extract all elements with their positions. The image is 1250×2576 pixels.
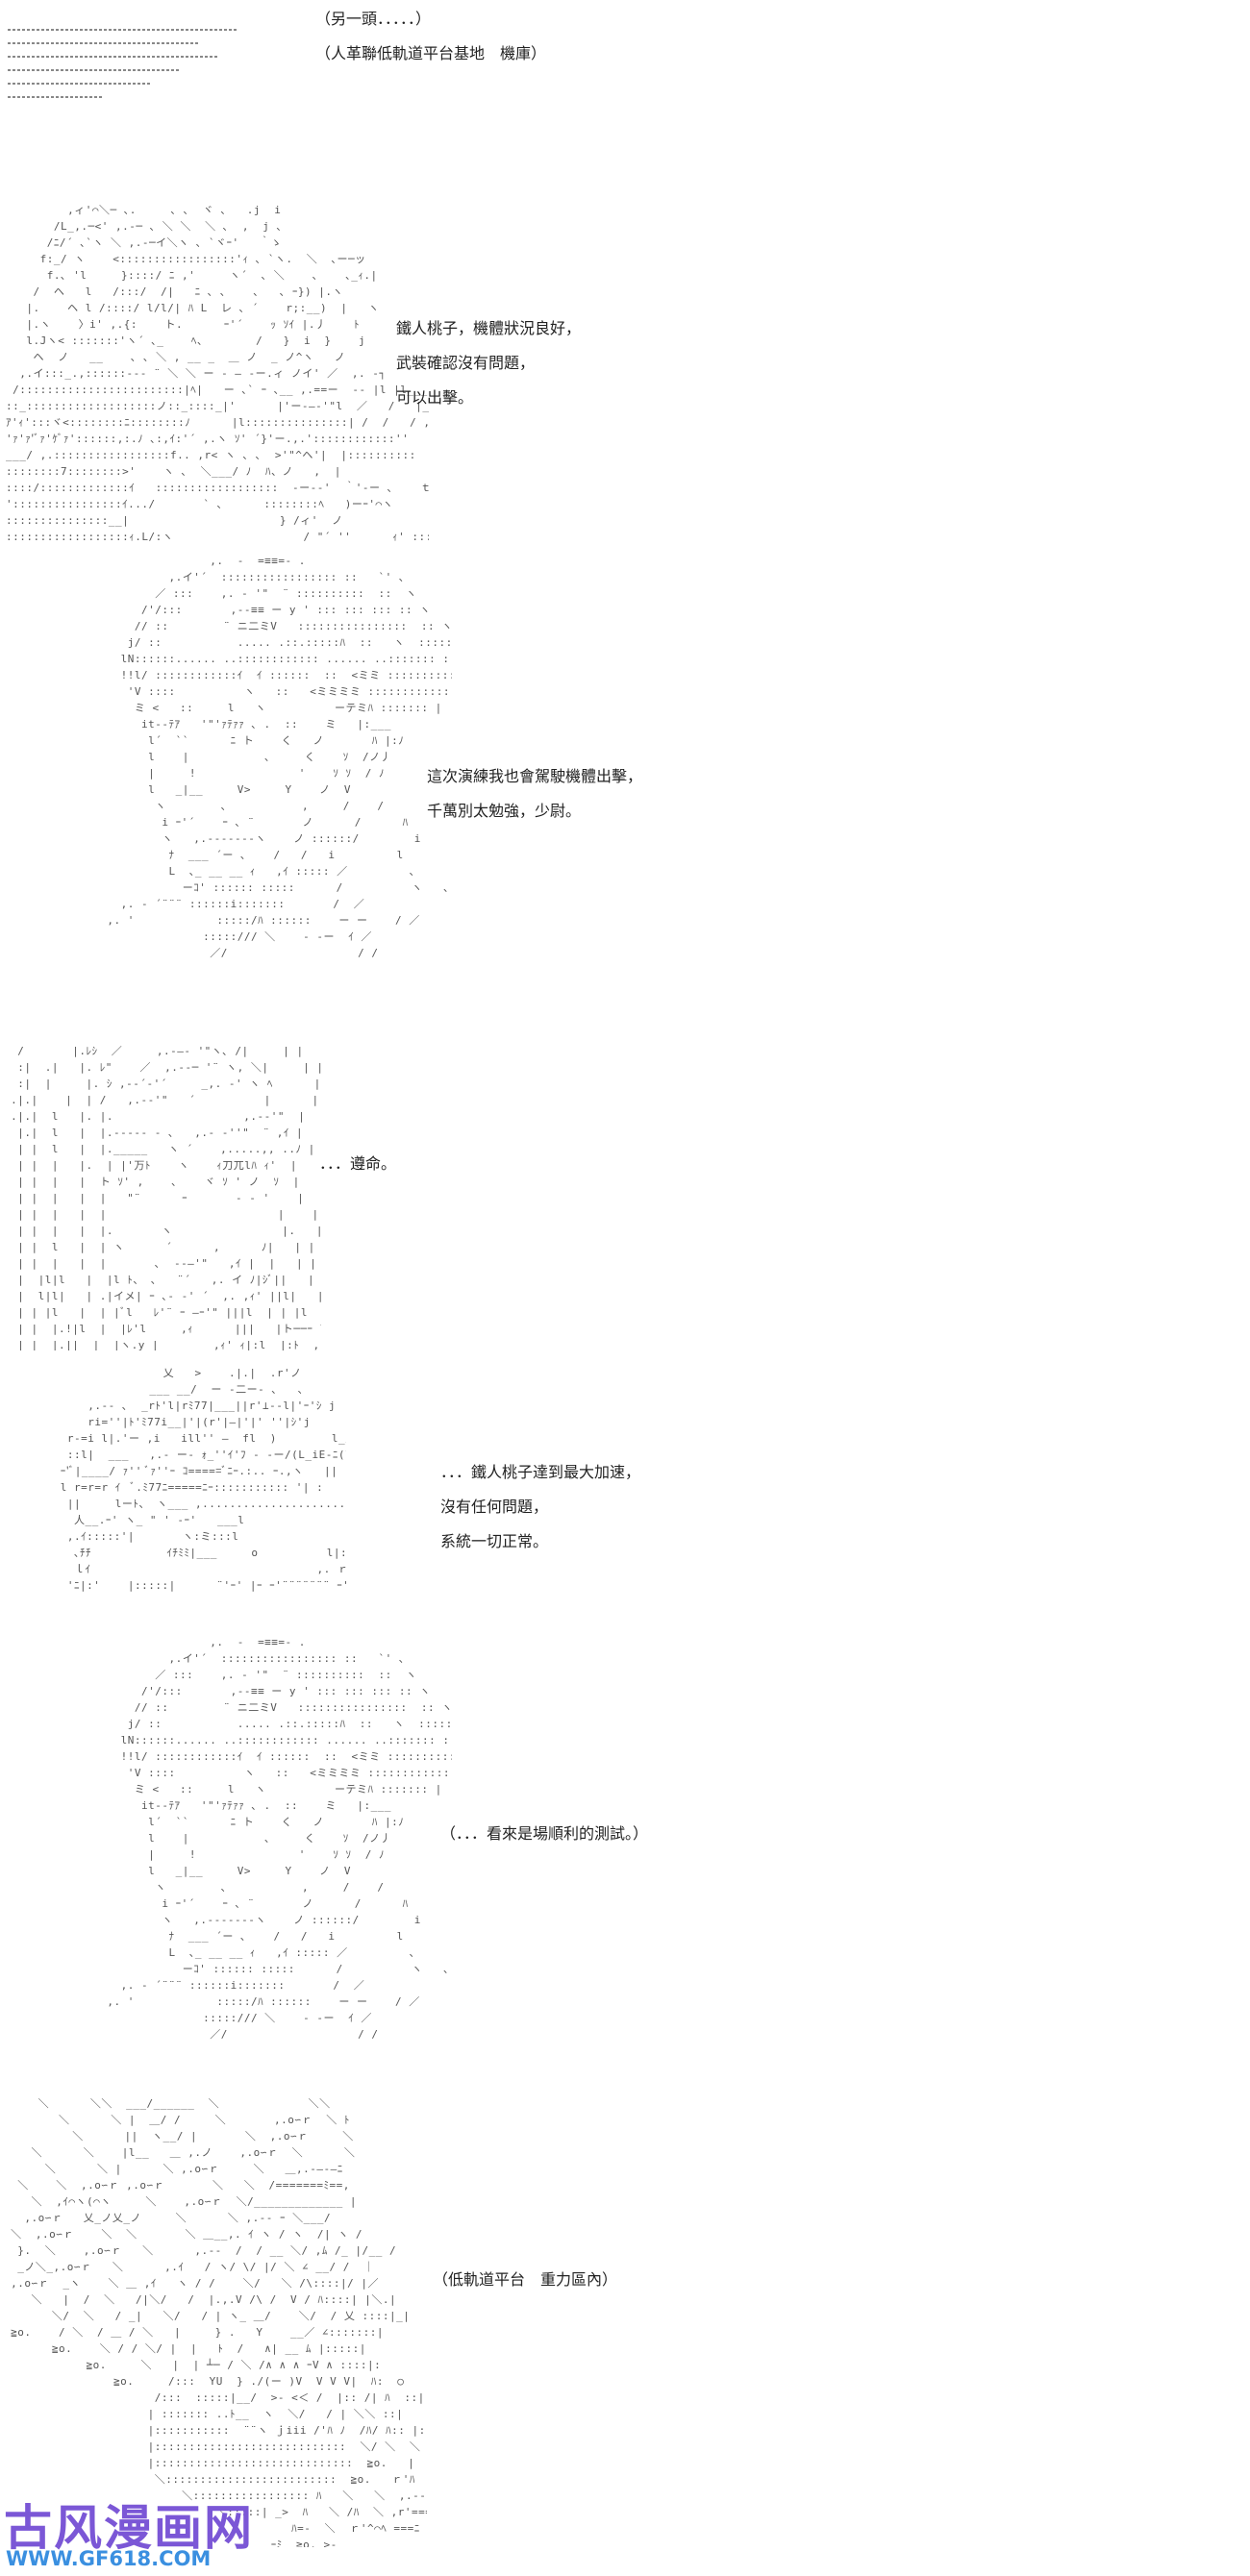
- panel-1: ,ィ'⌒＼─ ､. ､ ､ ヾ ､ .j i /L_,.─<' ,.-─ ､ ＼…: [0, 192, 1250, 577]
- ascii-art-character-5: ,. - =≡≡=- . ,.イ'´ ::::::::::::::::: :: …: [87, 1636, 452, 2041]
- dialogue-line: 可以出擊。: [396, 388, 474, 407]
- panel-2: ,. - =≡≡=- . ,.イ'´ ::::::::::::::::: :: …: [0, 553, 1250, 1014]
- dialogue-3: ．．．遵命。: [319, 1147, 396, 1181]
- dialogue-1: 鐵人桃子，機體狀況良好， 武裝確認沒有問題， 可以出擊。: [396, 311, 581, 415]
- dialogue-5: （．．．看來是場順利的測試。）: [440, 1817, 648, 1851]
- intro-caption: （另一頭．．．．．） （人革聯低軌道平台基地 機庫）: [315, 2, 546, 71]
- caption-line: （人革聯低軌道平台基地 機庫）: [315, 44, 547, 62]
- caption-line: （另一頭．．．．．）: [315, 10, 432, 28]
- dialogue-line: 武裝確認沒有問題，: [396, 354, 536, 372]
- dialogue-line: ．．．遵命。: [319, 1154, 397, 1173]
- dialogue-6: （低軌道平台 重力區內）: [433, 2263, 617, 2297]
- dialogue-4: ．．．鐵人桃子達到最大加速， 沒有任何問題， 系統一切正常。: [440, 1455, 640, 1559]
- watermark-logo-text: 古风漫画网: [4, 2500, 254, 2556]
- header-dotted-lines: [8, 29, 248, 110]
- dialogue-line: （低軌道平台 重力區內）: [433, 2270, 618, 2289]
- dialogue-line: ．．．鐵人桃子達到最大加速，: [440, 1463, 641, 1481]
- site-watermark: 古风漫画网 WWW.GF618.COM: [0, 2489, 252, 2576]
- panel-3: / |.ﾚｼ ／ ,.-―‐ '"ヽ､ /| | | :| .| |. ﾚ" ／…: [0, 1043, 1250, 1350]
- dialogue-line: 系統一切正常。: [440, 1532, 549, 1550]
- dialogue-line: 鐵人桃子，機體狀況良好，: [396, 319, 582, 337]
- dialogue-2: 這次演練我也會駕駛機體出擊， 千萬別太勉強，少尉。: [427, 759, 642, 829]
- ascii-art-machinery: ＼ ＼＼ ___/______ ＼ ＼＼ ＼ ＼ | ＿/ / ＼ ,.o∽ｒ …: [4, 2097, 427, 2547]
- ascii-art-character-3: / |.ﾚｼ ／ ,.-―‐ '"ヽ､ /| | | :| .| |. ﾚ" ／…: [4, 1045, 321, 1350]
- panel-5: ,. - =≡≡=- . ,.イ'´ ::::::::::::::::: :: …: [0, 1634, 1250, 2076]
- watermark-url: WWW.GF618.COM: [6, 2547, 212, 2570]
- dialogue-line: 這次演練我也會駕駛機體出擊，: [427, 767, 643, 785]
- intro-panel: （另一頭．．．．．） （人革聯低軌道平台基地 機庫）: [0, 0, 1250, 173]
- dialogue-line: 千萬別太勉強，少尉。: [427, 802, 582, 820]
- dialogue-line: （．．．看來是場順利的測試。）: [440, 1824, 649, 1843]
- panel-4: 乂 > .|.| .r'ノ ___ __/ ー ‐二ー‐ ､ ､ ,.-‐ ､ …: [0, 1365, 1250, 1615]
- dialogue-line: 沒有任何問題，: [440, 1498, 549, 1516]
- ascii-art-character-1: ,ィ'⌒＼─ ､. ､ ､ ヾ ､ .j i /L_,.─<' ,.-─ ､ ＼…: [6, 204, 429, 543]
- panel-6: ＼ ＼＼ ___/______ ＼ ＼＼ ＼ ＼ | ＿/ / ＼ ,.o∽ｒ …: [0, 2095, 1250, 2557]
- ascii-art-character-4: 乂 > .|.| .r'ノ ___ __/ ー ‐二ー‐ ､ ､ ,.-‐ ､ …: [19, 1367, 346, 1592]
- ascii-art-character-2: ,. - =≡≡=- . ,.イ'´ ::::::::::::::::: :: …: [87, 555, 452, 959]
